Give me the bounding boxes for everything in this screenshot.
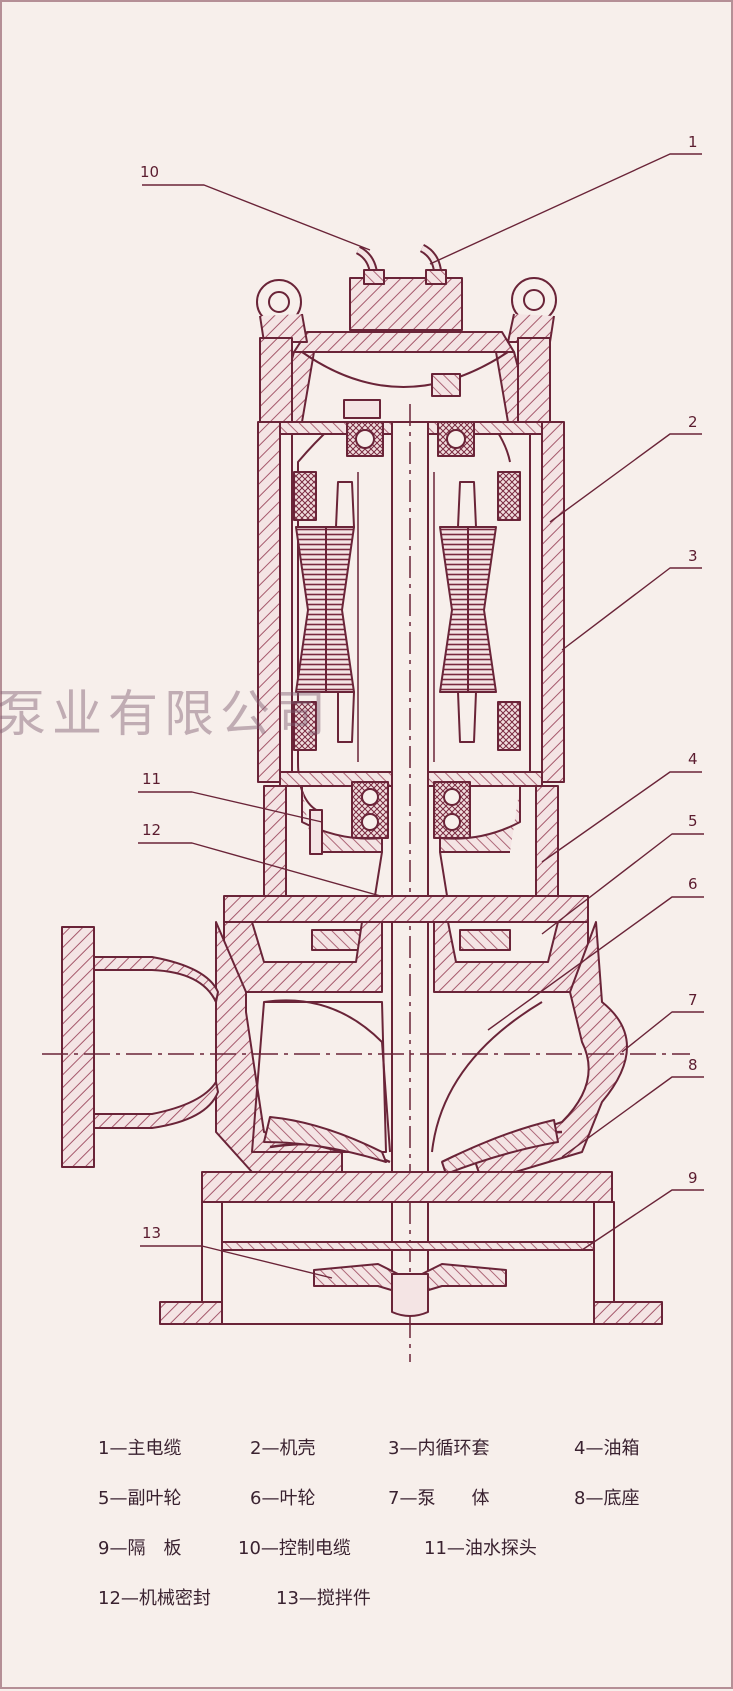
bearings bbox=[346, 421, 475, 839]
watermark-text: 泵业有限公司 bbox=[0, 685, 332, 743]
legend-item: 5—副叶轮 bbox=[98, 1488, 182, 1509]
legend-item: 10—控制电缆 bbox=[238, 1538, 351, 1559]
legend-item: 6—叶轮 bbox=[250, 1488, 316, 1509]
callout-6: 6 bbox=[688, 875, 698, 893]
legend-item: 1—主电缆 bbox=[98, 1438, 182, 1459]
legend-item: 8—底座 bbox=[574, 1488, 640, 1509]
legend-item: 3—内循环套 bbox=[388, 1438, 490, 1459]
base bbox=[159, 1171, 663, 1325]
impeller bbox=[251, 1001, 559, 1175]
legend-item: 4—油箱 bbox=[574, 1438, 640, 1459]
leader-lines bbox=[138, 153, 704, 1279]
callout-8: 8 bbox=[688, 1056, 698, 1074]
shaft bbox=[391, 404, 429, 1362]
legend-item: 13—搅拌件 bbox=[276, 1588, 371, 1609]
discharge-flange bbox=[61, 926, 219, 1168]
motor-housing bbox=[257, 421, 565, 787]
callout-5: 5 bbox=[688, 812, 698, 830]
legend-item: 2—机壳 bbox=[250, 1438, 316, 1459]
callout-4: 4 bbox=[688, 750, 698, 768]
top-cover bbox=[273, 269, 533, 423]
callout-7: 7 bbox=[688, 991, 698, 1009]
legend-item: 12—机械密封 bbox=[98, 1588, 211, 1609]
legend-item: 11—油水探头 bbox=[424, 1538, 537, 1559]
agitator bbox=[313, 1263, 507, 1317]
pump-cover bbox=[223, 895, 589, 993]
callout-11: 11 bbox=[142, 770, 161, 788]
callout-2: 2 bbox=[688, 413, 698, 431]
callout-13: 13 bbox=[142, 1224, 161, 1242]
callout-3: 3 bbox=[688, 547, 698, 565]
callout-10: 10 bbox=[140, 163, 159, 181]
callout-1: 1 bbox=[688, 133, 698, 151]
legend-item: 7—泵 体 bbox=[388, 1488, 490, 1509]
callout-12: 12 bbox=[142, 821, 161, 839]
callout-9: 9 bbox=[688, 1169, 698, 1187]
stator-windings bbox=[293, 471, 521, 762]
legend-item: 9—隔 板 bbox=[98, 1538, 182, 1559]
